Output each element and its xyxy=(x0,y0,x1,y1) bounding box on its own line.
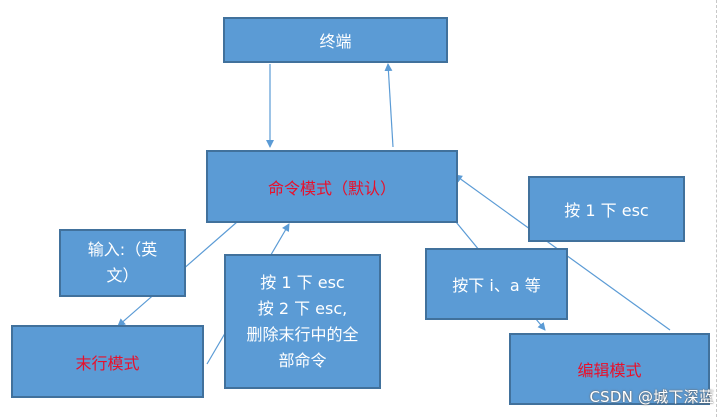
terminal-node: 终端 xyxy=(223,17,448,63)
input-colon-node: 输入:（英 文） xyxy=(59,229,186,297)
input-colon-line-2: 文） xyxy=(106,266,139,285)
command-mode-label: 命令模式（默认） xyxy=(267,178,396,198)
edit-mode-node: 编辑模式 xyxy=(509,333,710,405)
command-mode-node: 命令模式（默认） xyxy=(206,150,458,223)
input-colon-line-1: 输入:（英 xyxy=(87,240,158,259)
right-edge-divider xyxy=(716,0,717,417)
esc-hints-node: 按 1 下 esc 按 2 下 esc, 删除末行中的全 部命令 xyxy=(224,254,381,389)
esc-hint-line-3: 删除末行中的全 xyxy=(246,324,359,344)
press-i-a-label: 按下 i、a 等 xyxy=(452,276,541,295)
last-line-mode-node: 末行模式 xyxy=(11,325,204,398)
press-i-a-node: 按下 i、a 等 xyxy=(425,248,568,320)
watermark-text: CSDN @城下深蓝 xyxy=(589,388,714,406)
esc-hint-line-4: 部命令 xyxy=(278,350,327,370)
arrow-command-to-terminal xyxy=(384,63,394,148)
last-line-mode-label: 末行模式 xyxy=(75,353,140,373)
esc-hint-line-1: 按 1 下 esc xyxy=(260,272,345,292)
esc-hint-line-2: 按 2 下 esc, xyxy=(257,298,348,318)
edit-mode-label: 编辑模式 xyxy=(577,361,642,380)
esc-once-right-label: 按 1 下 esc xyxy=(564,201,649,220)
terminal-label: 终端 xyxy=(319,32,352,51)
esc-once-right-node: 按 1 下 esc xyxy=(528,176,685,242)
